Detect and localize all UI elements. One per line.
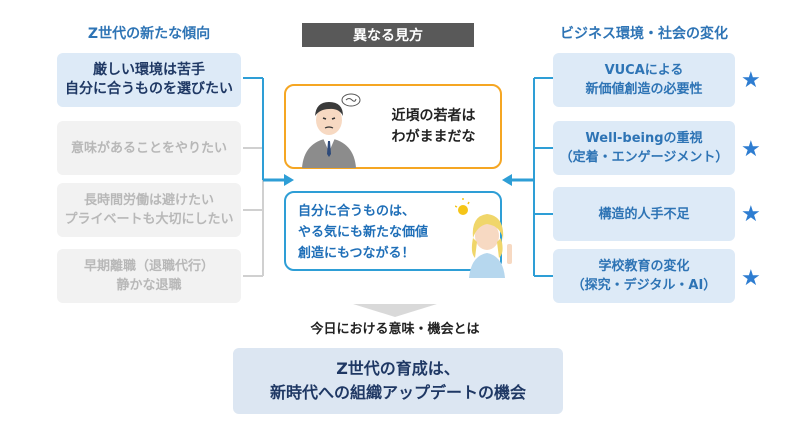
trend-item-3: 長時間労働は避けたい プライベートも大切にしたい bbox=[57, 183, 241, 237]
conclusion-box: Z世代の育成は、 新時代への組織アップデートの機会 bbox=[233, 348, 563, 414]
older-view-box: 近頃の若者は わがままだな bbox=[284, 84, 502, 169]
star-icon: ★ bbox=[741, 202, 761, 227]
change-item-3: 構造的人手不足 bbox=[553, 187, 735, 241]
center-title: 異なる見方 bbox=[302, 23, 474, 47]
star-icon: ★ bbox=[741, 137, 761, 162]
star-icon: ★ bbox=[741, 68, 761, 93]
older-view-text: 近頃の若者は わがままだな bbox=[391, 108, 476, 145]
trend-item-2: 意味があることをやりたい bbox=[57, 121, 241, 175]
star-icon: ★ bbox=[741, 266, 761, 291]
change-item-1: VUCAによる 新価値創造の必要性 bbox=[553, 53, 735, 107]
new-view-text: 自分に合うものは、 やる気にも新たな価値 創造にもつながる！ bbox=[298, 204, 429, 261]
new-view-box: 自分に合うものは、 やる気にも新たな価値 創造にもつながる！ bbox=[284, 191, 502, 271]
change-item-2: Well-beingの重視 （定着・エンゲージメント） bbox=[553, 121, 735, 175]
right-column-title: ビジネス環境・社会の変化 bbox=[560, 26, 728, 42]
trend-item-4: 早期離職（退職代行） 静かな退職 bbox=[57, 249, 241, 303]
businessman-icon bbox=[302, 93, 361, 168]
trend-item-1: 厳しい環境は苦手 自分に合うものを選びたい bbox=[57, 53, 241, 107]
change-item-4: 学校教育の変化 （探究・デジタル・AI） bbox=[553, 249, 735, 303]
conclusion-label: 今日における意味・機会とは bbox=[310, 322, 480, 337]
left-column-title: Z世代の新たな傾向 bbox=[87, 26, 211, 42]
young-woman-icon bbox=[455, 198, 512, 278]
